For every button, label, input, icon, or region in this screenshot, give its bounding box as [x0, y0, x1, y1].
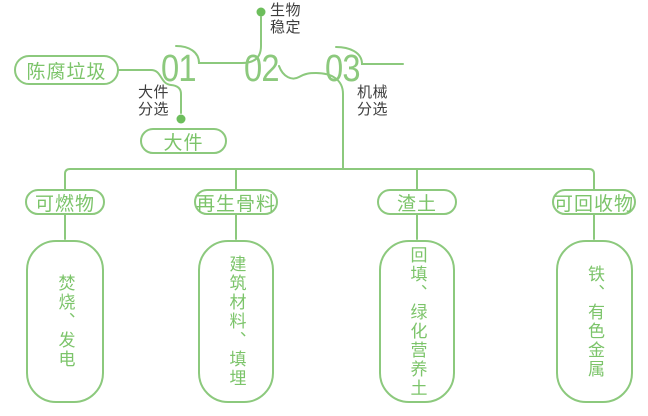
step2-process-label: 生物 稳定 — [270, 2, 302, 36]
step-number-03: 03 — [325, 48, 361, 90]
outcome-text: 焚烧、发电 — [55, 274, 75, 369]
outcome-box-recyclables: 铁、有色金属 — [556, 240, 633, 403]
distribution-bar — [64, 168, 595, 190]
step-number-02: 02 — [244, 48, 280, 90]
branch-label: 可回收物 — [554, 193, 635, 215]
flow-source-to-step1-drop — [118, 69, 182, 114]
outcome-text: 铁、有色金属 — [585, 264, 604, 379]
step-number-01: 01 — [161, 48, 197, 90]
source-label: 陈腐垃圾 — [26, 61, 107, 83]
outcome-box-combustibles: 焚烧、发电 — [26, 240, 104, 403]
outcome-box-slag-soil: 回填、绿化营养土 — [379, 240, 455, 403]
outcome-text: 建筑材料、填埋 — [226, 255, 246, 388]
large-items-pill: 大件 — [140, 128, 227, 154]
branch-pill-combustibles: 可燃物 — [25, 189, 105, 215]
step3-process-label: 机械 分选 — [357, 84, 389, 118]
branch-pill-slag-soil: 渣土 — [377, 189, 457, 215]
branch-label: 可燃物 — [34, 193, 95, 215]
source-pill: 陈腐垃圾 — [14, 55, 119, 85]
node-dot-large-items — [176, 114, 186, 124]
step1-process-label: 大件 分选 — [138, 84, 170, 118]
outcome-box-recycled-aggregate: 建筑材料、填埋 — [198, 240, 274, 403]
node-dot-bio-stable — [256, 7, 266, 17]
branch-label: 再生骨料 — [196, 193, 277, 215]
outcome-text: 回填、绿化营养土 — [407, 245, 427, 398]
large-items-label: 大件 — [163, 132, 204, 154]
branch-pill-recycled-aggregate: 再生骨料 — [194, 189, 278, 215]
branch-label: 渣土 — [396, 193, 437, 215]
flow-step2-to-step3-drop — [278, 65, 344, 170]
flow-step3-arc-tail — [335, 46, 404, 65]
flow-step1-arc-to-step2 — [175, 16, 262, 64]
branch-pill-recyclables: 可回收物 — [552, 189, 636, 215]
